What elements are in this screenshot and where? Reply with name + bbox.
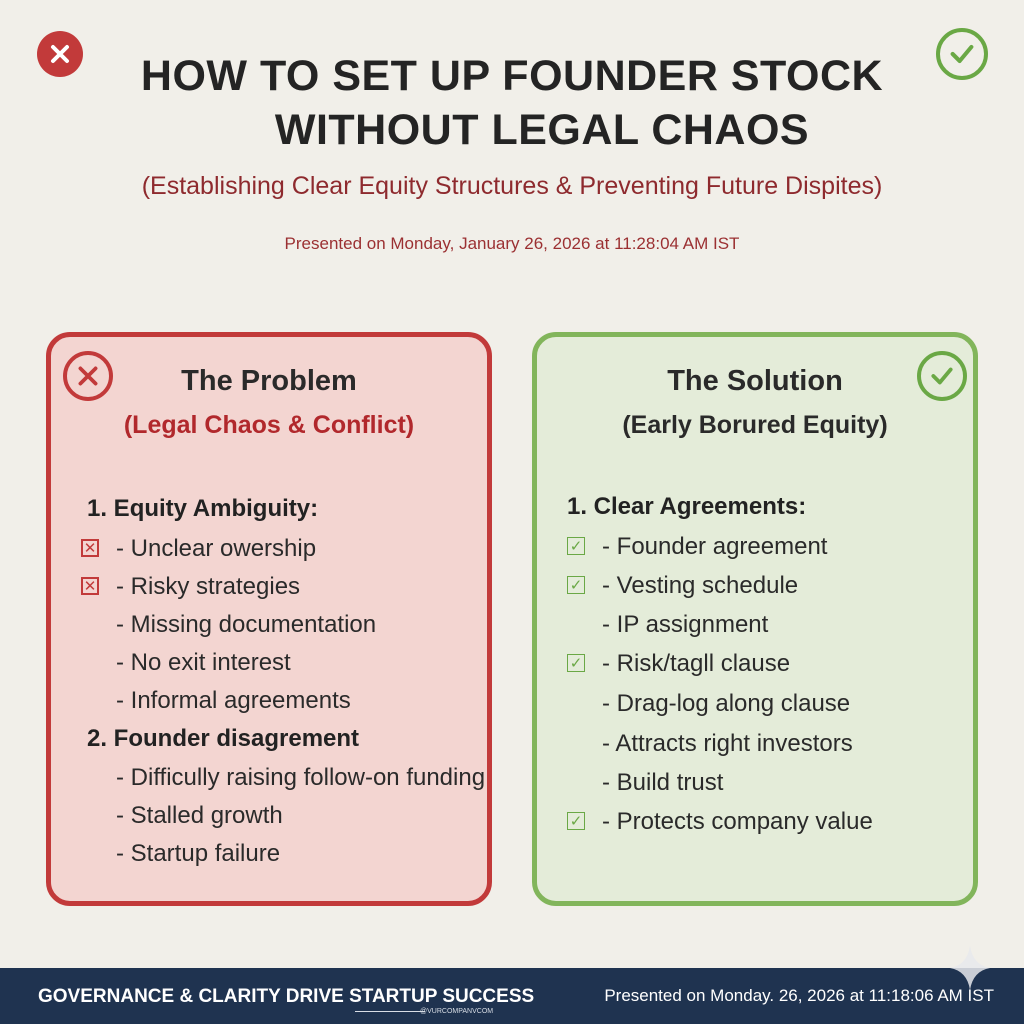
problem-item: - Risky strategies [116,573,301,600]
x-circle-icon [37,31,83,77]
check-box-icon: ✓ [567,812,585,830]
footer-handle: @VURCOMPANVCOM [420,1008,494,1015]
title-line-1: HOW TO SET UP FOUNDER STOCK [140,52,884,100]
solution-item: - IP assignment [602,611,769,638]
subtitle: (Establishing Clear Equity Structures & … [141,172,883,200]
solution-item: - Risk/tagll clause [602,650,791,677]
footer-presented-date: Presented on Monday. 26, 2026 at 11:18:0… [604,986,994,1005]
footer-bar: GOVERNANCE & CLARITY DRIVE STARTUP SUCCE… [0,968,1024,1024]
check-circle-icon [936,28,988,80]
problem-title: The Problem [181,365,357,397]
check-circle-icon [917,351,967,401]
x-circle-icon [63,351,113,401]
x-box-icon: ✕ [81,539,99,557]
check-box-icon: ✓ [567,576,585,594]
problem-subtitle: (Legal Chaos & Conflict) [123,411,415,439]
footer-tagline: GOVERNANCE & CLARITY DRIVE STARTUP SUCCE… [38,986,535,1007]
x-box-icon: ✕ [81,577,99,595]
problem-item: - Difficully raising follow-on funding [116,764,486,791]
problem-section-2: 2. Founder disagrement [87,725,360,752]
solution-subtitle: (Early Borured Equity) [622,411,888,439]
solution-item: - Protects company value [602,808,873,835]
problem-item: - Stalled growth [116,802,283,829]
problem-section-1: 1. Equity Ambiguity: [87,495,319,522]
title-line-2: WITHOUT LEGAL CHAOS [274,106,810,154]
problem-item: - Informal agreements [116,687,351,714]
problem-item: - Unclear owership [116,535,317,562]
solution-panel: The Solution (Early Borured Equity) 1. C… [532,332,978,906]
solution-title: The Solution [667,365,843,397]
problem-item: - No exit interest [116,649,291,676]
solution-section-1: 1. Clear Agreements: [567,493,807,520]
sparkle-icon [950,946,990,995]
solution-item: - Attracts right investors [602,730,853,757]
problem-panel: The Problem (Legal Chaos & Conflict) 1. … [46,332,492,906]
problem-item: - Missing documentation [116,611,377,638]
presented-date: Presented on Monday, January 26, 2026 at… [284,234,740,253]
check-box-icon: ✓ [567,654,585,672]
footer-divider [355,1011,425,1012]
check-box-icon: ✓ [567,537,585,555]
solution-item: - Vesting schedule [602,572,799,599]
solution-item: - Build trust [602,769,724,796]
solution-item: - Drag-log along clause [602,690,851,717]
solution-item: - Founder agreement [602,533,828,560]
problem-item: - Startup failure [116,840,281,867]
